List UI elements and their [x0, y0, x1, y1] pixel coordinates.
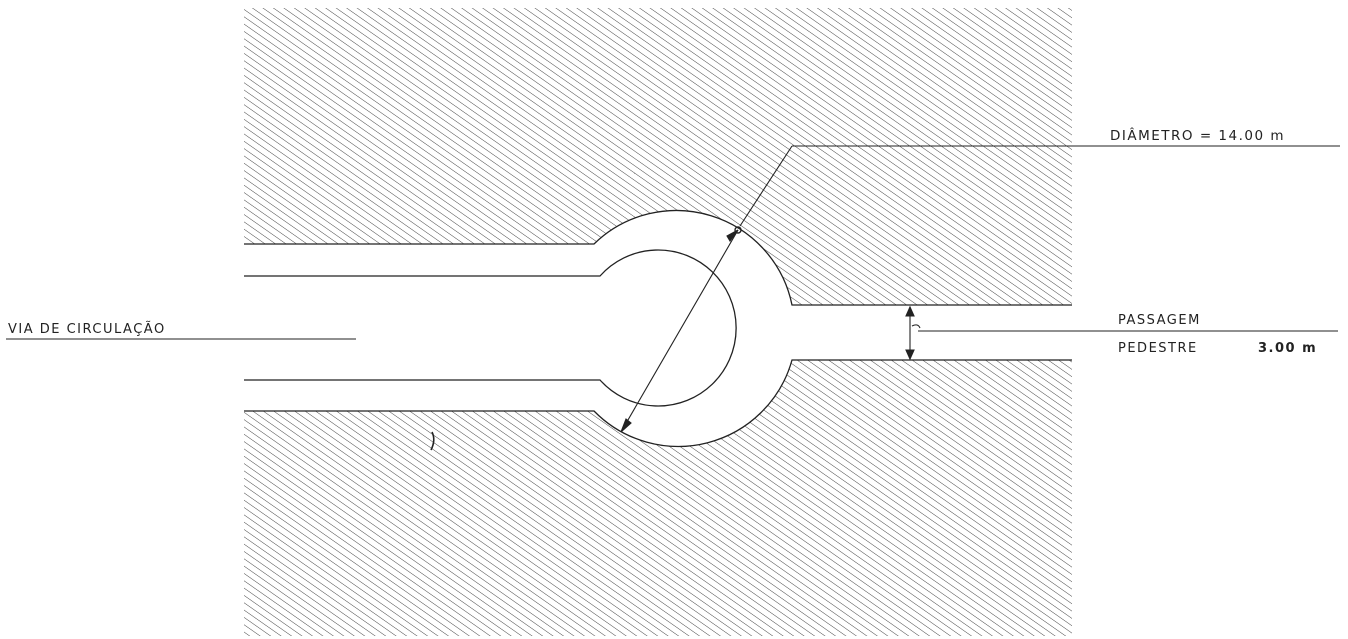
passage-dimension: [905, 305, 1338, 361]
pedestre-width-label: 3.00 m: [1258, 341, 1317, 356]
roadway-curb: [244, 249, 737, 407]
pen-mark: [430, 431, 435, 451]
hatched-lots: [244, 8, 1072, 636]
via-circulacao-label: VIA DE CIRCULAÇÃO: [8, 321, 166, 337]
passagem-label: PASSAGEM: [1118, 313, 1201, 328]
pedestre-label: PEDESTRE: [1118, 341, 1198, 356]
upper-lot: [244, 8, 1072, 305]
lower-lot: [244, 360, 1072, 636]
street-edges: [244, 209, 1072, 448]
diameter-label: DIÂMETRO = 14.00 m: [1110, 126, 1285, 144]
diameter-dimension: [620, 145, 1340, 433]
